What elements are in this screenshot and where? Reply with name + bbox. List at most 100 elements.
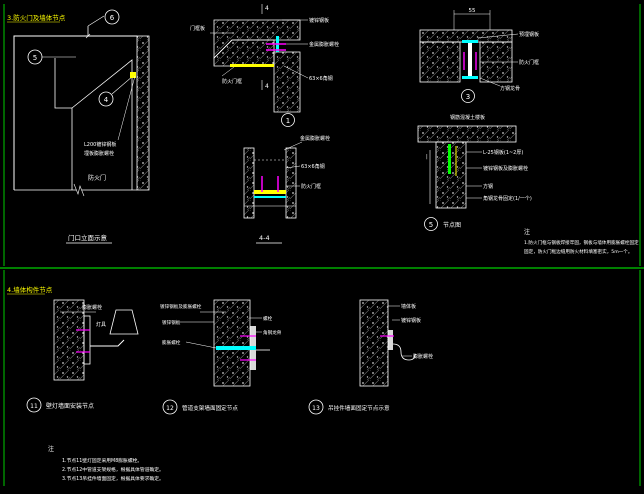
section44-plate xyxy=(254,190,286,194)
detail3-callout: 3 xyxy=(466,93,470,101)
detail1-callout-circle xyxy=(281,113,295,127)
detail5-callout: 5 xyxy=(429,221,433,229)
leader-3a xyxy=(477,33,519,39)
section44-label-top: 金属膨胀螺栓 xyxy=(300,135,330,142)
door-label: 防火门 xyxy=(88,174,106,182)
detail13-label-b: 镀锌钢板 xyxy=(401,317,421,324)
detail3-dim: 55 xyxy=(469,8,476,14)
detail3-label-a: 预埋钢板 xyxy=(519,31,539,38)
note-line-2: 埋板膨胀螺栓 xyxy=(84,150,114,157)
detail1-label-bottom: 防火门框 xyxy=(222,78,242,85)
detail11-label-b: 灯具 xyxy=(96,321,106,328)
leader-44a xyxy=(283,141,303,151)
detail-3: 55 预埋钢板 防火门框 方钢龙骨 3 xyxy=(419,8,539,103)
detail5-label-b: 镀锌钢板及膨胀螺栓 xyxy=(483,165,528,172)
detail12-caption: 管道支架墙面固定节点 xyxy=(182,404,238,412)
detail1-wall-right xyxy=(273,51,301,113)
note-bottom: 注 1.节点11壁灯固定采用M8膨胀螺栓。 2.节点12中管道支架规格，根据具体… xyxy=(48,445,164,482)
break-mark xyxy=(73,183,85,197)
note-line-1: L200镀锌钢板 xyxy=(84,141,116,148)
detail12-angle xyxy=(216,346,256,350)
detail11-arm xyxy=(90,339,125,347)
note-bottom-line-3: 3.节点13吊挂件墙面固定，根据具体要求确定。 xyxy=(62,475,164,482)
anchor-point-marker xyxy=(130,72,136,78)
detail12-callout-circle xyxy=(162,399,178,415)
detail11-lampshade xyxy=(109,309,139,335)
detail5-label-c: 方钢 xyxy=(483,183,493,190)
note-right-line-1: 1.防火门框与钢板焊接牢固，钢板与墙体用膨胀螺栓固定 xyxy=(524,239,639,246)
detail12-callout: 12 xyxy=(166,405,174,412)
detail3-callout-circle xyxy=(461,89,475,103)
elevation-wall xyxy=(136,35,150,191)
note-leader xyxy=(117,75,136,141)
detail5-stud xyxy=(448,144,451,174)
detail5-label-a: L-25钢板(1~2厚) xyxy=(483,149,523,156)
detail3-plate-bottom xyxy=(462,76,478,79)
door-leaf-outline xyxy=(54,58,73,190)
detail1-callout: 1 xyxy=(286,117,290,125)
detail12-label-c: 螺栓 xyxy=(263,315,273,322)
section44-label-mid: 63×6角钢 xyxy=(301,163,325,170)
detail3-label-c: 方钢龙骨 xyxy=(500,85,520,92)
door-elevation: 6 5 4 L200镀锌钢板 埋板膨胀螺栓 防火门 xyxy=(13,9,150,197)
leader-1d xyxy=(283,65,309,79)
section44-angle xyxy=(254,196,286,198)
detail11-caption: 壁灯墙面安装节点 xyxy=(46,402,94,410)
note-right: 注 1.防火门框与钢板焊接牢固，钢板与墙体用膨胀螺栓固定 固定，防火门框边缝用防… xyxy=(524,228,639,255)
detail13-plate xyxy=(388,330,393,350)
detail3-plate-top xyxy=(462,40,478,43)
leader-12e xyxy=(185,341,217,349)
detail12-label-b: 镀锌钢板 xyxy=(162,319,181,326)
detail13-callout-circle xyxy=(308,399,324,415)
detail1-steel-plate xyxy=(230,64,274,67)
callout-4-label: 4 xyxy=(104,96,109,104)
section44-label-low: 防火门框 xyxy=(301,183,321,190)
section-b-heading: 4.墙体构件节点 xyxy=(7,285,53,294)
callout6-leader xyxy=(87,15,105,27)
detail11-wall xyxy=(53,299,85,381)
callout-5-label: 5 xyxy=(33,54,37,62)
detail3-label-b: 防火门框 xyxy=(519,59,539,66)
detail5-callout-circle xyxy=(424,217,438,231)
section44-wall-left xyxy=(243,147,255,219)
detail1-mark-top: 4 xyxy=(265,5,269,12)
door-opening xyxy=(13,35,137,190)
note-right-line-2: 固定，防火门框边缝用防火材料填塞密实，5m一个。 xyxy=(524,248,632,255)
note-bottom-line-1: 1.节点11壁灯固定采用M8膨胀螺栓。 xyxy=(62,457,142,464)
detail-1: 4 4 门框板 镀锌钢板 金属膨胀螺栓 63×6角钢 防火门框 1 xyxy=(190,4,339,127)
section44-caption: 4-4 xyxy=(259,234,270,242)
detail13-label-a: 墙体板 xyxy=(401,303,416,310)
elevation-caption: 门口立面示意 xyxy=(68,233,108,242)
detail13-caption: 吊挂件墙面固定节点示意 xyxy=(328,404,390,412)
detail1-mark-bottom: 4 xyxy=(265,83,269,90)
detail5-slab xyxy=(417,125,517,143)
detail12-label-a: 镀锌钢板及膨胀螺栓 xyxy=(160,303,202,310)
detail1-label-angle: 63×6角钢 xyxy=(309,75,333,82)
callout-6-circle xyxy=(104,9,120,25)
detail3-wall-left xyxy=(419,41,461,83)
section44-wall-right xyxy=(285,147,297,219)
detail5-label-d: 角钢龙骨固定(1/一个) xyxy=(483,195,532,202)
detail5-caption: 节点图 xyxy=(443,221,461,229)
detail12-label-d: 角钢龙骨 xyxy=(263,329,282,336)
detail12-wall xyxy=(213,299,251,387)
callout-4-leader xyxy=(111,75,134,95)
detail1-label-anchor: 金属膨胀螺栓 xyxy=(309,41,339,48)
detail-12: 镀锌钢板及膨胀螺栓 镀锌钢板 螺栓 角钢龙骨 膨胀螺栓 12 管道支架墙面固定节… xyxy=(160,299,282,415)
detail13-hanger xyxy=(392,343,416,361)
leader-3c xyxy=(479,77,501,87)
section-a-heading: 3.防火门及墙体节点 xyxy=(7,13,66,22)
detail1-label-plate: 镀锌钢板 xyxy=(309,17,329,24)
detail-11: 膨胀螺栓 灯具 11 壁灯墙面安装节点 xyxy=(26,299,139,413)
leader-1e xyxy=(221,66,235,77)
detail13-callout: 13 xyxy=(312,405,320,412)
leader-44b xyxy=(285,165,301,169)
detail11-backplate xyxy=(83,315,91,365)
callout-4-circle xyxy=(98,91,114,107)
note-bottom-line-2: 2.节点12中管道支架规格，根据具体管道确定。 xyxy=(62,466,164,473)
detail1-label-wall: 门框板 xyxy=(190,25,205,32)
detail11-callout: 11 xyxy=(30,403,38,410)
